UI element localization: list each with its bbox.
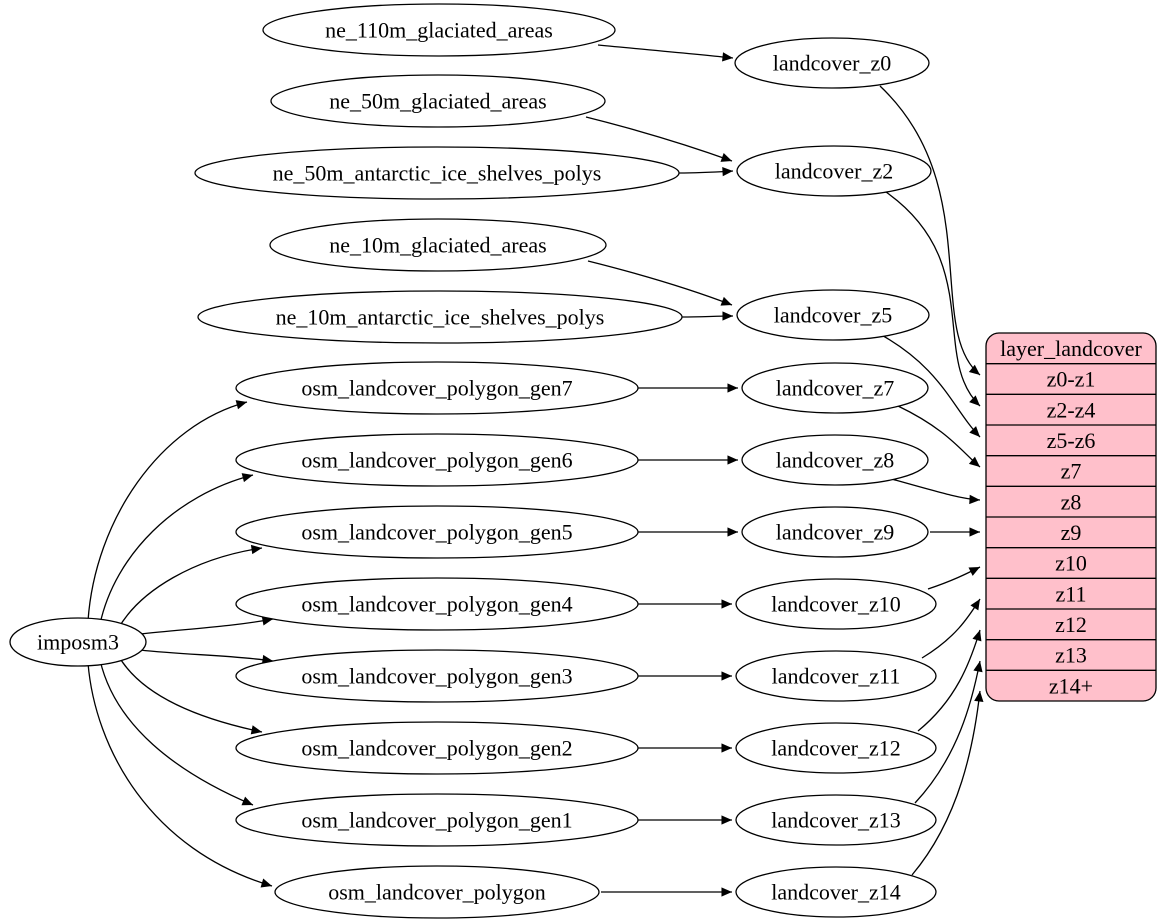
record-row-z10: z10 [1055, 551, 1087, 576]
node-ne-50m-antarctic-ice-shelves-polys: ne_50m_antarctic_ice_shelves_polys [194, 146, 680, 200]
node-landcover-z7-label: landcover_z7 [776, 376, 895, 401]
node-landcover-z8: landcover_z8 [741, 434, 929, 486]
record-row-z7: z7 [1061, 459, 1082, 484]
edge-z5-to-row-z5-z6 [877, 332, 981, 438]
edge-z12-to-row-z12 [917, 629, 982, 732]
record-row-z8: z8 [1061, 489, 1082, 514]
edge-z11-to-row-z11 [921, 598, 981, 659]
edge-z10-to-row-z10 [927, 566, 981, 590]
edge-z2-to-row-z2-z4 [885, 191, 981, 407]
node-landcover-z14-label: landcover_z14 [771, 880, 901, 905]
edge-imposm3-to-gen7 [87, 400, 248, 622]
node-imposm3-label: imposm3 [37, 630, 119, 655]
node-osm-landcover-polygon-gen3-label: osm_landcover_polygon_gen3 [301, 664, 572, 689]
node-landcover-z14: landcover_z14 [735, 866, 937, 918]
node-landcover-z9-label: landcover_z9 [776, 520, 895, 545]
edge-ne110m-to-z0 [597, 44, 734, 62]
node-landcover-z2: landcover_z2 [736, 145, 932, 197]
edge-ne50m-glaciated-to-z2 [585, 116, 733, 162]
record-row-z0-z1: z0-z1 [1047, 367, 1096, 392]
node-osm-landcover-polygon-gen1-label: osm_landcover_polygon_gen1 [301, 808, 572, 833]
node-osm-landcover-polygon-gen1: osm_landcover_polygon_gen1 [235, 793, 639, 847]
node-osm-landcover-polygon-label: osm_landcover_polygon [328, 880, 546, 905]
node-osm-landcover-polygon-gen6-label: osm_landcover_polygon_gen6 [301, 448, 572, 473]
edge-z14-to-row-z14plus [911, 690, 984, 876]
edges-group [87, 44, 984, 897]
node-landcover-z11: landcover_z11 [735, 650, 937, 702]
node-osm-landcover-polygon-gen2-label: osm_landcover_polygon_gen2 [301, 736, 572, 761]
node-osm-landcover-polygon-gen6: osm_landcover_polygon_gen6 [235, 433, 639, 487]
edge-imposm3-to-gen4 [139, 616, 274, 635]
node-landcover-z0-label: landcover_z0 [773, 51, 892, 76]
record-row-z2-z4: z2-z4 [1047, 397, 1096, 422]
edge-imposm3-to-polygon [87, 662, 273, 888]
node-landcover-z7: landcover_z7 [741, 362, 929, 414]
node-ne-50m-antarctic-ice-shelves-polys-label: ne_50m_antarctic_ice_shelves_polys [273, 161, 602, 186]
edge-imposm3-to-gen5 [117, 544, 263, 630]
node-osm-landcover-polygon-gen5-label: osm_landcover_polygon_gen5 [301, 520, 572, 545]
node-landcover-z13-label: landcover_z13 [771, 808, 901, 833]
record-row-z11: z11 [1056, 581, 1087, 606]
node-osm-landcover-polygon: osm_landcover_polygon [274, 865, 600, 919]
record-row-z12: z12 [1055, 612, 1087, 637]
node-landcover-z0: landcover_z0 [734, 37, 930, 89]
node-landcover-z2-label: landcover_z2 [775, 159, 894, 184]
edge-ne10m-glaciated-to-z5 [587, 260, 733, 306]
edge-z13-to-row-z13 [914, 660, 983, 804]
node-osm-landcover-polygon-gen4-label: osm_landcover_polygon_gen4 [301, 592, 572, 617]
node-landcover-z11-label: landcover_z11 [772, 664, 901, 689]
edge-imposm3-to-gen2 [117, 654, 263, 735]
node-osm-landcover-polygon-gen2: osm_landcover_polygon_gen2 [235, 721, 639, 775]
node-ne-10m-glaciated-areas-label: ne_10m_glaciated_areas [329, 233, 546, 258]
node-landcover-z10: landcover_z10 [735, 578, 937, 630]
record-title: layer_landcover [1000, 336, 1142, 361]
node-landcover-z12-label: landcover_z12 [771, 736, 901, 761]
node-landcover-z5-label: landcover_z5 [774, 303, 893, 328]
edge-z7-to-row-z7 [897, 405, 981, 468]
node-ne-10m-antarctic-ice-shelves-polys: ne_10m_antarctic_ice_shelves_polys [197, 290, 683, 344]
record-row-z5-z6: z5-z6 [1047, 428, 1096, 453]
node-ne-110m-glaciated-areas-label: ne_110m_glaciated_areas [325, 18, 553, 43]
edge-imposm3-to-gen1 [99, 659, 254, 806]
node-landcover-z9: landcover_z9 [741, 506, 929, 558]
node-landcover-z13: landcover_z13 [735, 794, 937, 846]
node-landcover-z8-label: landcover_z8 [776, 448, 895, 473]
node-landcover-z5: landcover_z5 [736, 289, 930, 341]
node-ne-110m-glaciated-areas: ne_110m_glaciated_areas [262, 3, 616, 57]
node-landcover-z10-label: landcover_z10 [771, 592, 901, 617]
edge-z0-to-row-z0-z1 [879, 85, 981, 376]
edge-imposm3-to-gen3 [139, 649, 274, 665]
edge-ne10m-antarctic-to-z5 [681, 311, 734, 321]
node-ne-50m-glaciated-areas-label: ne_50m_glaciated_areas [329, 89, 546, 114]
node-imposm3: imposm3 [9, 617, 147, 667]
node-osm-landcover-polygon-gen4: osm_landcover_polygon_gen4 [235, 577, 639, 631]
node-osm-landcover-polygon-gen7: osm_landcover_polygon_gen7 [235, 361, 639, 415]
node-osm-landcover-polygon-gen7-label: osm_landcover_polygon_gen7 [301, 376, 572, 401]
node-ne-10m-antarctic-ice-shelves-polys-label: ne_10m_antarctic_ice_shelves_polys [276, 305, 605, 330]
record-row-z14plus: z14+ [1049, 673, 1093, 698]
node-landcover-z12: landcover_z12 [735, 722, 937, 774]
node-ne-50m-glaciated-areas: ne_50m_glaciated_areas [270, 74, 606, 128]
record-layer-landcover: layer_landcover z0-z1 z2-z4 z5-z6 z7 z8 … [985, 332, 1157, 702]
edge-z8-to-row-z8 [887, 477, 981, 505]
record-row-z13: z13 [1055, 643, 1087, 668]
node-osm-landcover-polygon-gen5: osm_landcover_polygon_gen5 [235, 505, 639, 559]
edge-imposm3-to-gen6 [99, 473, 254, 625]
node-ne-10m-glaciated-areas: ne_10m_glaciated_areas [269, 218, 607, 272]
node-osm-landcover-polygon-gen3: osm_landcover_polygon_gen3 [235, 649, 639, 703]
edge-ne50m-antarctic-to-z2 [678, 166, 734, 177]
record-row-z9: z9 [1061, 520, 1082, 545]
